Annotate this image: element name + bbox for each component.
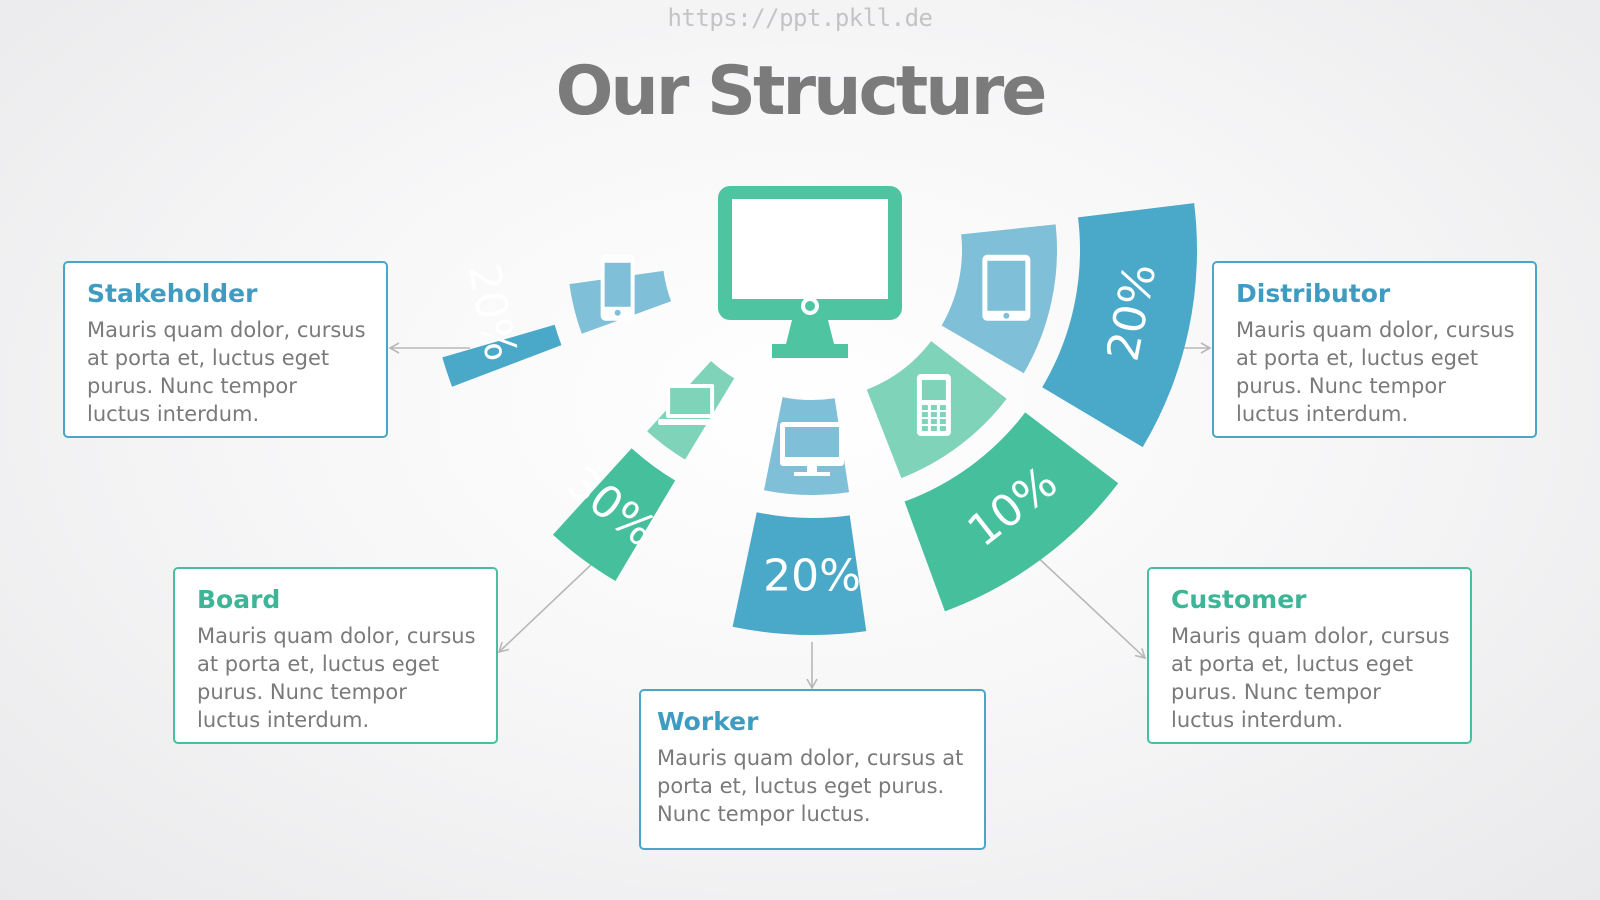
card-text: Mauris quam dolor, cursus at porta et, l… xyxy=(1236,318,1515,426)
watermark-url: https://ppt.pkll.de xyxy=(667,4,933,32)
card-distributor: Distributor Mauris quam dolor, cursus at… xyxy=(1212,261,1537,438)
ring-icons xyxy=(600,254,1031,476)
outer-segment xyxy=(1042,203,1197,448)
laptop-icon xyxy=(658,384,723,426)
outer-segment xyxy=(442,324,562,387)
card-title: Distributor xyxy=(1236,279,1391,308)
segment-percent-label: 20% xyxy=(763,551,861,602)
card-board: Board Mauris quam dolor, cursus at porta… xyxy=(173,567,498,744)
outer-segment xyxy=(552,448,676,582)
card-title: Worker xyxy=(657,707,759,736)
card-title: Board xyxy=(197,585,281,614)
card-title: Customer xyxy=(1171,585,1307,614)
card-customer: Customer Mauris quam dolor, cursus at po… xyxy=(1147,567,1472,744)
monitor-icon xyxy=(780,422,844,476)
tablet-icon xyxy=(982,254,1031,321)
page-title: Our Structure xyxy=(555,52,1048,131)
outer-ring xyxy=(442,203,1197,635)
outer-segment xyxy=(904,412,1119,612)
feature-phone-icon xyxy=(916,374,951,437)
card-text: Mauris quam dolor, cursus at porta et, l… xyxy=(197,624,476,732)
card-text: Mauris quam dolor, cursus at porta et, l… xyxy=(87,318,366,426)
card-text: Mauris quam dolor, cursus at porta et, l… xyxy=(1171,624,1450,732)
card-title: Stakeholder xyxy=(87,279,258,308)
outer-segment xyxy=(732,512,867,635)
phone-icon xyxy=(600,254,635,321)
segment-percent-label: 20% xyxy=(458,259,527,365)
connector-arrow xyxy=(1031,551,1147,660)
card-worker: Worker Mauris quam dolor, cursus at port… xyxy=(639,689,986,850)
desktop-monitor-icon xyxy=(718,186,902,358)
connector-arrow xyxy=(497,561,595,654)
card-stakeholder: Stakeholder Mauris quam dolor, cursus at… xyxy=(63,261,388,438)
card-text: Mauris quam dolor, cursus at porta et, l… xyxy=(657,746,964,826)
